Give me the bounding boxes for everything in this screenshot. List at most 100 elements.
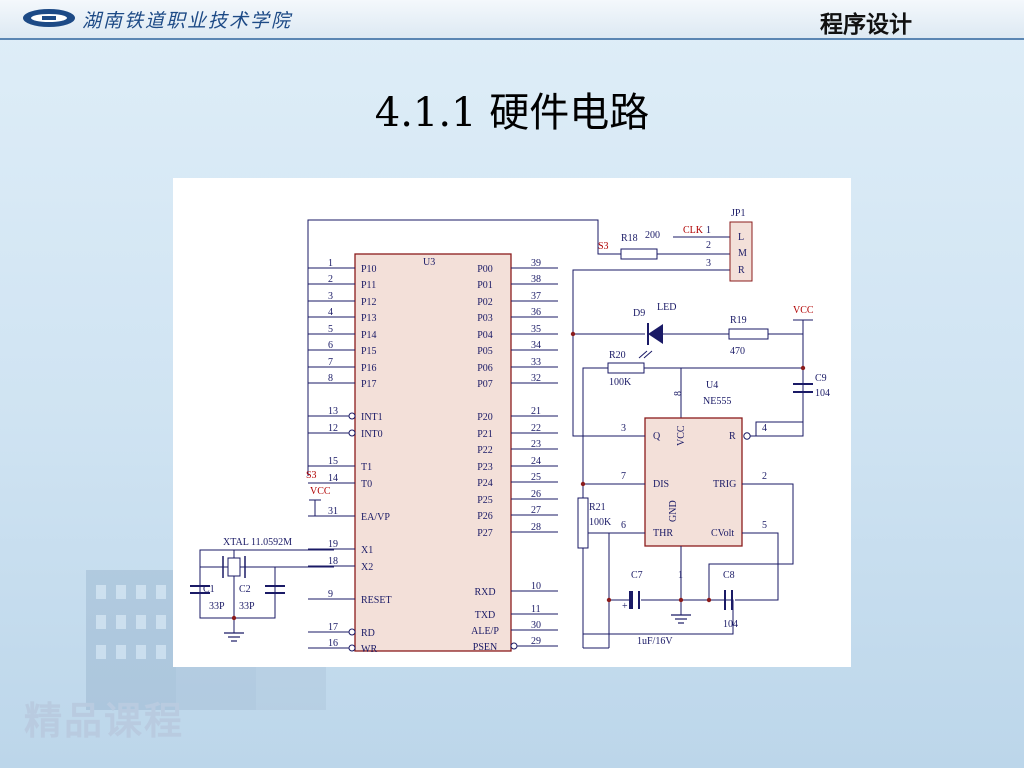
- mcu-pin-number: 13: [328, 406, 338, 417]
- label-c2: C2: [239, 584, 251, 595]
- mcu-pin-number: 16: [328, 638, 338, 649]
- mcu-pin-number: 28: [531, 522, 541, 533]
- mcu-pin-label: P06: [477, 363, 493, 374]
- mcu-pin-label: RXD: [474, 587, 495, 598]
- label-vcc-right: VCC: [793, 305, 814, 316]
- label-u4: U4: [706, 380, 718, 391]
- u4-thr: THR: [653, 528, 673, 539]
- jp1-pin1: 1: [706, 225, 711, 236]
- label-s3-left: S3: [306, 470, 317, 481]
- mcu-pin-label: WR: [361, 644, 377, 655]
- mcu-pin-number: 36: [531, 307, 541, 318]
- mcu-pin-label: X2: [361, 562, 373, 573]
- mcu-pin-number: 15: [328, 456, 338, 467]
- jp1-pin2: 2: [706, 240, 711, 251]
- label-r18-value: 200: [645, 230, 660, 241]
- mcu-pin-number: 12: [328, 423, 338, 434]
- mcu-u3-body: [354, 253, 512, 652]
- led-d9: [648, 324, 663, 344]
- mcu-pin-number: 22: [531, 423, 541, 434]
- mcu-pin-number: 9: [328, 589, 333, 600]
- label-jp1: JP1: [731, 208, 745, 219]
- u4-pin1: 1: [678, 570, 683, 581]
- mcu-pin-label: TXD: [475, 610, 496, 621]
- mcu-pin-number: 11: [531, 604, 541, 615]
- label-c8: C8: [723, 570, 735, 581]
- mcu-pin-label: P00: [477, 264, 493, 275]
- mcu-pin-number: 35: [531, 324, 541, 335]
- ic-u4-ne555: [644, 417, 743, 547]
- mcu-pin-label: P05: [477, 346, 493, 357]
- watermark-text: 精品课程: [24, 699, 185, 743]
- mcu-pin-label: INT1: [361, 412, 383, 423]
- mcu-u3-ref: U3: [423, 257, 435, 268]
- mcu-pin-label: P24: [477, 478, 493, 489]
- mcu-pin-label: T0: [361, 479, 372, 490]
- school-name: 湖南铁道职业技术学院: [82, 10, 293, 32]
- label-r19: R19: [730, 315, 747, 326]
- mcu-pin-number: 30: [531, 620, 541, 631]
- mcu-pin-number: 8: [328, 373, 333, 384]
- mcu-pin-label: INT0: [361, 429, 383, 440]
- mcu-pin-label: RESET: [361, 595, 392, 606]
- label-c1-value: 33P: [209, 601, 225, 612]
- mcu-pin-label: P26: [477, 511, 493, 522]
- mcu-pin-number: 39: [531, 258, 541, 269]
- mcu-pin-label: P02: [477, 297, 493, 308]
- mcu-pin-number: 33: [531, 357, 541, 368]
- resistor-r20: [607, 362, 645, 374]
- mcu-pin-label: P01: [477, 280, 493, 291]
- mcu-pin-number: 19: [328, 539, 338, 550]
- label-led: LED: [657, 302, 676, 313]
- resistor-r21: [577, 497, 589, 549]
- mcu-pin-number: 37: [531, 291, 541, 302]
- mcu-pin-label: P10: [361, 264, 377, 275]
- crystal-xtal: [227, 557, 241, 577]
- mcu-pin-number: 2: [328, 274, 333, 285]
- label-c9: C9: [815, 373, 827, 384]
- mcu-pin-label: P11: [361, 280, 376, 291]
- wires-led-row: [573, 319, 813, 436]
- u4-pin4: 4: [762, 423, 767, 434]
- u4-pin2: 2: [762, 471, 767, 482]
- mcu-pin-number: 32: [531, 373, 541, 384]
- label-clk: CLK: [683, 225, 704, 236]
- mcu-pin-number: 38: [531, 274, 541, 285]
- jp1-l: L: [738, 232, 744, 243]
- mcu-pin-label: P13: [361, 313, 377, 324]
- mcu-pin-number: 7: [328, 357, 333, 368]
- mcu-pin-number: 21: [531, 406, 541, 417]
- mcu-pin-label: P27: [477, 528, 493, 539]
- label-r18: R18: [621, 233, 638, 244]
- label-ne555: NE555: [703, 396, 731, 407]
- u4-q: Q: [653, 431, 661, 442]
- course-title: 程序设计: [820, 12, 912, 38]
- mcu-pin-number: 5: [328, 324, 333, 335]
- mcu-left-pins: 1P102P113P124P135P146P157P168P1713INT112…: [308, 258, 392, 655]
- label-c7-value: 1uF/16V: [637, 636, 673, 647]
- mcu-pin-number: 18: [328, 556, 338, 567]
- mcu-pin-number: 3: [328, 291, 333, 302]
- mcu-pin-label: P12: [361, 297, 377, 308]
- mcu-pin-number: 26: [531, 489, 541, 500]
- capacitor-c7: [629, 591, 633, 609]
- u4-cvolt: CVolt: [711, 528, 734, 539]
